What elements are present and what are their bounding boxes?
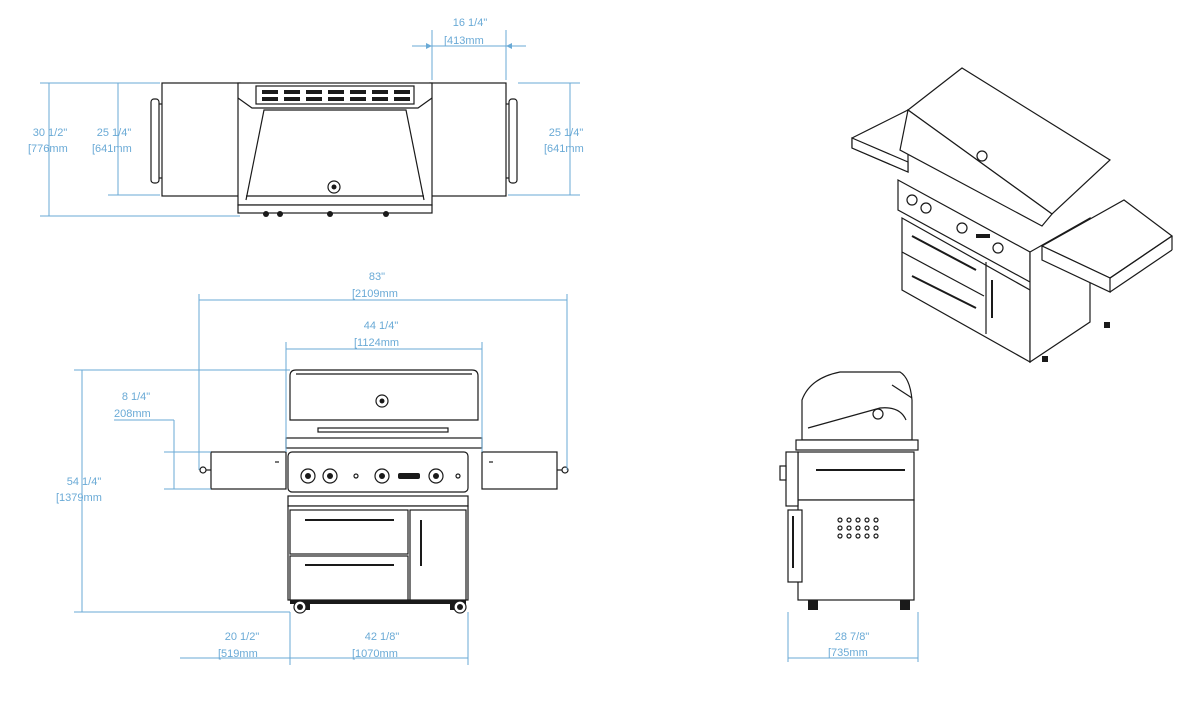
top-depth-left-in: 25 1/4" (97, 127, 132, 139)
side-depth-in: 28 7/8" (835, 631, 870, 643)
shelf-offset-in: 8 1/4" (122, 391, 150, 403)
side-view (779, 371, 919, 610)
overall-height-in: 54 1/4" (67, 476, 102, 488)
top-view (150, 82, 518, 217)
overall-width-mm: [2109mm (352, 288, 398, 300)
grill-width-in: 44 1/4" (364, 320, 399, 332)
front-view (199, 369, 569, 614)
overall-height-mm: [1379mm (56, 492, 102, 504)
shelf-offset-mm: 208mm (114, 408, 151, 420)
side-view-vents (837, 517, 879, 539)
top-depth-right-in: 25 1/4" (549, 127, 584, 139)
top-depth-left-mm: [641mm (92, 143, 132, 155)
top-depth-total-in: 30 1/2" (33, 127, 68, 139)
top-depth-right-mm: [641mm (544, 143, 584, 155)
overall-width-in: 83" (369, 271, 385, 283)
grill-width-mm: [1124mm (354, 337, 399, 349)
top-view-dimensions (40, 30, 580, 217)
cart-width-mm: [1070mm (352, 648, 398, 660)
top-view-vents (255, 85, 415, 105)
top-depth-total-mm: [776mm (28, 143, 68, 155)
lid-depth-mm: [413mm (444, 35, 484, 47)
shelf-width-in: 20 1/2" (225, 631, 260, 643)
shelf-width-mm: [519mm (218, 648, 258, 660)
front-view-dimensions (74, 294, 568, 665)
lid-depth-in: 16 1/4" (453, 17, 488, 29)
isometric-view (851, 67, 1174, 364)
side-view-dimensions (787, 612, 919, 662)
side-depth-mm: [735mm (828, 647, 868, 659)
cart-width-in: 42 1/8" (365, 631, 400, 643)
